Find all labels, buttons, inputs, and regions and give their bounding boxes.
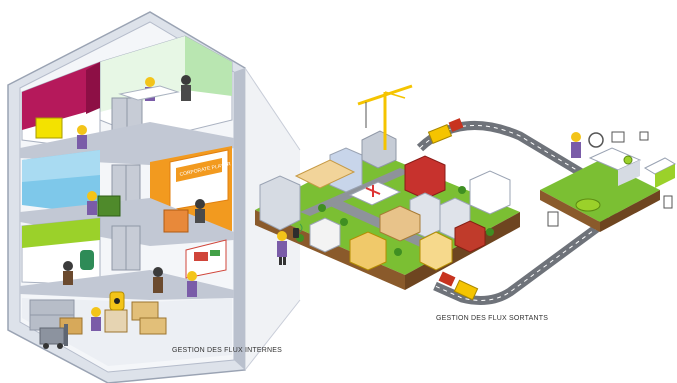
forklift-icon (39, 324, 68, 349)
worker-figure (87, 191, 97, 215)
radioactive-drum-icon (109, 291, 125, 311)
worker-figure (77, 125, 87, 149)
city-isometric (255, 84, 520, 290)
worker-figure (181, 75, 191, 101)
worker-figure (91, 307, 101, 331)
worker-figure (195, 199, 205, 223)
worker-figures-building (35, 75, 205, 331)
city-buildings (259, 130, 511, 271)
caption-outgoing-flows: GESTION DES FLUX SORTANTS (436, 315, 549, 322)
worker-figure (187, 271, 197, 297)
worker-figure (277, 231, 287, 265)
delivery-truck (438, 271, 479, 301)
worker-figure (571, 132, 581, 158)
worker-figure (63, 261, 73, 285)
worker-figure (153, 267, 163, 293)
depot-island (540, 131, 677, 232)
mobile-terminal-icon (293, 223, 303, 238)
delivery-truck (427, 118, 464, 144)
caption-internal-flows: GESTION DES FLUX INTERNES (172, 347, 283, 354)
tower-crane (357, 84, 413, 150)
building-cutaway (7, 11, 246, 383)
